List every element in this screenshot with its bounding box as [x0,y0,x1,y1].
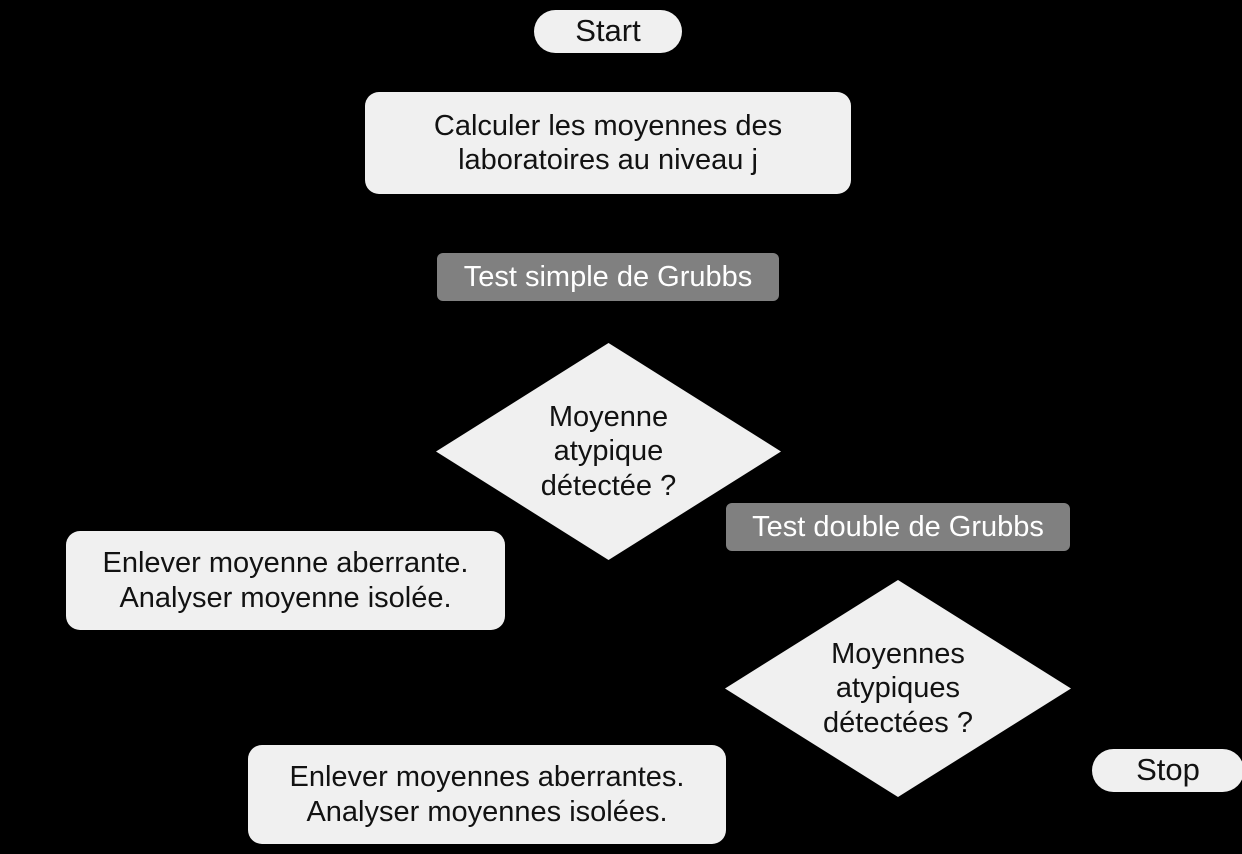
node-decision-double-outlier[interactable]: Moyennes atypiques détectées ? [725,580,1071,797]
node-start[interactable]: Start [534,10,682,53]
node-remove-multiple-means[interactable]: Enlever moyennes aberrantes. Analyser mo… [248,745,726,844]
node-decision-single-outlier[interactable]: Moyenne atypique détectée ? [436,343,781,560]
edge-decision-single-down-to-remove-single [285,451,288,533]
node-remove-single-mean[interactable]: Enlever moyenne aberrante. Analyser moye… [66,531,505,630]
edge-decision-double-to-remove-double [487,689,725,692]
edge-decision-double-to-stop [1070,689,1166,692]
edge-decision-double-down-to-stop [1164,689,1167,749]
decision-single-outlier-label: Moyenne atypique détectée ? [540,401,677,502]
label-single-grubbs-test: Test simple de Grubbs [437,253,779,301]
edge-decision-double-down-to-remove-double [487,689,490,746]
label-double-grubbs-test: Test double de Grubbs [726,503,1070,551]
node-compute-means[interactable]: Calculer les moyennes des laboratoires a… [365,92,851,194]
node-stop[interactable]: Stop [1092,749,1242,792]
edge-decision-single-to-remove-single [285,451,437,454]
edge-start-to-compute [606,52,609,92]
edge-decision-single-to-decision-double [787,451,899,454]
decision-double-outlier-label: Moyennes atypiques détectées ? [823,638,973,739]
